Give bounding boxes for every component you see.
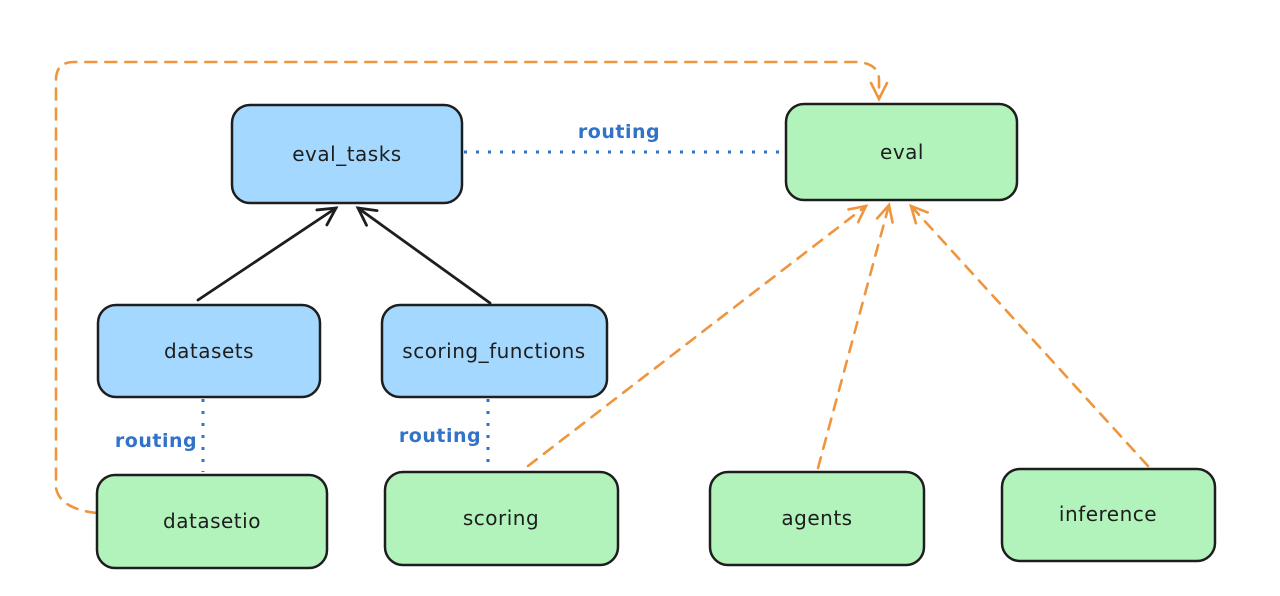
node-datasets-label: datasets [164, 339, 254, 363]
edge-datasets-to-eval-tasks [196, 206, 339, 302]
node-agents: agents [708, 470, 926, 567]
node-inference: inference [1000, 467, 1217, 563]
node-eval-tasks-box [230, 103, 464, 205]
node-scoring-functions: scoring_functions [380, 303, 609, 399]
node-inference-box [1000, 467, 1217, 563]
node-scoring-box [383, 470, 620, 567]
node-eval-tasks-label: eval_tasks [292, 142, 401, 166]
edge-agents-to-eval [816, 202, 894, 470]
node-agents-label: agents [781, 506, 852, 530]
node-inference-label: inference [1059, 502, 1157, 526]
edge-inference-to-eval [909, 203, 1150, 468]
node-datasetio-label: datasetio [163, 509, 261, 533]
node-eval-label: eval [880, 140, 924, 164]
routing-label-datasets-datasetio: routing [115, 430, 197, 452]
node-eval-tasks: eval_tasks [230, 103, 464, 205]
node-eval-box [784, 102, 1019, 202]
routing-label-eval-tasks-eval: routing [578, 121, 660, 143]
edge-datasetio-to-eval-loop [54, 60, 889, 515]
node-agents-box [708, 470, 926, 567]
node-scoring-label: scoring [463, 506, 539, 530]
node-datasets: datasets [96, 303, 322, 399]
edge-scoring-functions-to-eval-tasks [355, 206, 492, 305]
node-datasetio: datasetio [95, 473, 329, 570]
node-scoring-functions-label: scoring_functions [402, 339, 585, 363]
node-datasets-box [96, 303, 322, 399]
node-scoring: scoring [383, 470, 620, 567]
node-eval: eval [784, 102, 1019, 202]
edge-scoring-to-eval [526, 204, 869, 468]
node-scoring-functions-box [380, 303, 609, 399]
node-datasetio-box [95, 473, 329, 570]
routing-label-scoring-functions-scoring: routing [399, 425, 481, 447]
